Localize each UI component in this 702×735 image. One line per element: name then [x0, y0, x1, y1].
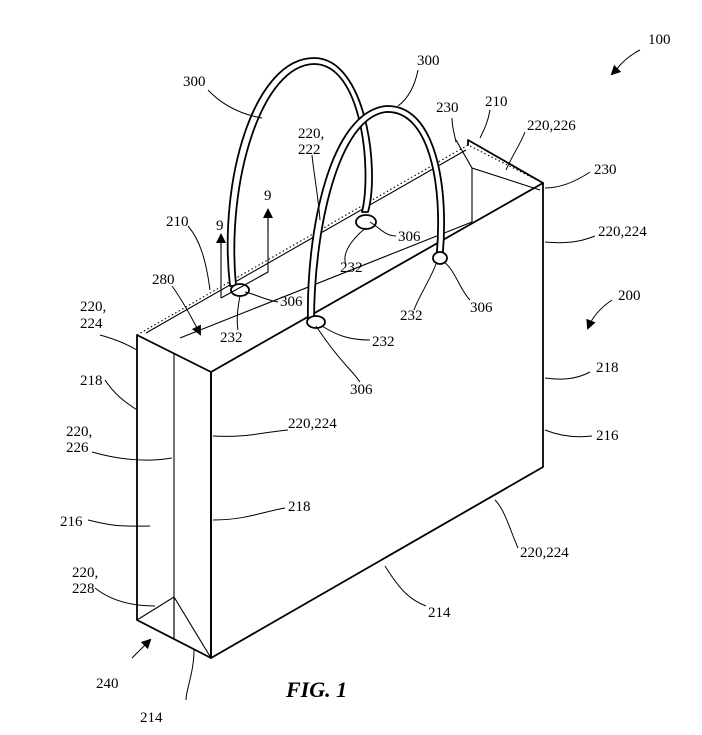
attachment-232-a: [230, 283, 250, 297]
label-220-226-left-a: 220,: [66, 424, 92, 440]
label-220-226-top: 220,226: [527, 118, 576, 134]
label-240: 240: [96, 676, 119, 692]
label-232-d: 232: [372, 334, 395, 350]
label-220-222-a: 220,: [298, 126, 324, 142]
label-9-left: 9: [216, 218, 224, 234]
attachment-232-b: [355, 214, 377, 230]
label-220-228-a: 220,: [72, 565, 98, 581]
label-300-right: 300: [417, 53, 440, 69]
bag-top-rim-inner: [145, 149, 467, 334]
label-230-top: 230: [436, 100, 459, 116]
attachment-232-c: [306, 315, 326, 329]
label-218-right: 218: [596, 360, 619, 376]
label-214-front: 214: [428, 605, 451, 621]
reference-labels: 100 200 300 300 230 210 220,226 230 220,…: [60, 32, 671, 726]
label-306-c: 306: [470, 300, 493, 316]
label-200: 200: [618, 288, 641, 304]
label-220-224-front: 220,224: [288, 416, 337, 432]
label-216-right: 216: [596, 428, 619, 444]
leader-lines: [87, 49, 641, 701]
label-214-bottom: 214: [140, 710, 163, 726]
label-300-left: 300: [183, 74, 206, 90]
label-220-224-right: 220,224: [598, 224, 647, 240]
label-306-d: 306: [350, 382, 373, 398]
label-306-a: 306: [398, 229, 421, 245]
label-230-right: 230: [594, 162, 617, 178]
attachment-232-d: [432, 251, 448, 265]
label-216-left: 216: [60, 514, 83, 530]
label-220-224-left-a: 220,: [80, 299, 106, 315]
label-218-left: 218: [80, 373, 103, 389]
label-220-224-left-b: 224: [80, 316, 103, 332]
bag-top-rim: [135, 144, 545, 373]
label-232-c: 232: [400, 308, 423, 324]
label-306-b: 306: [280, 294, 303, 310]
label-210-left: 210: [166, 214, 189, 230]
label-280: 280: [152, 272, 175, 288]
bag-back-corner: [467, 139, 544, 184]
bag-inner-rim: [179, 221, 473, 339]
label-220-222-b: 222: [298, 142, 321, 158]
handle-back: [226, 57, 373, 287]
label-232-b: 232: [220, 330, 243, 346]
section-line-2: [220, 218, 269, 299]
bag-front-panel: [210, 182, 544, 659]
handles: [226, 57, 448, 329]
label-218-front: 218: [288, 499, 311, 515]
bag-inner-side-edge: [455, 139, 541, 191]
label-220-228-b: 228: [72, 581, 95, 597]
label-210-top: 210: [485, 94, 508, 110]
label-9-right: 9: [264, 188, 272, 204]
label-220-226-left-b: 226: [66, 440, 89, 456]
section-line-9: [216, 208, 273, 299]
label-232-a: 232: [340, 260, 363, 276]
label-100: 100: [648, 32, 671, 48]
figure-caption: FIG. 1: [285, 677, 347, 702]
label-220-224-bottom: 220,224: [520, 545, 569, 561]
shopping-bag: [135, 139, 545, 659]
